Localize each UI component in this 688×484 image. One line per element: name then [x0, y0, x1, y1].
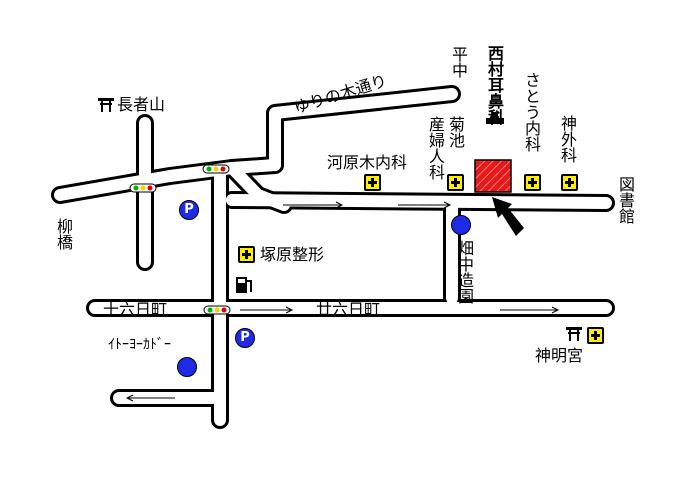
traffic-signal-icon — [202, 164, 230, 174]
shingeka-cross-icon — [561, 174, 578, 191]
nose-icon — [486, 112, 504, 124]
hatakenaka-label: 畑中造園 — [455, 240, 474, 304]
nishimura-clinic-building — [474, 159, 512, 193]
sato-cross-icon — [524, 174, 541, 191]
pointer-arrow-icon — [492, 197, 524, 236]
sanfujinka-cross-icon — [447, 174, 464, 191]
ito-yokado-location-dot — [177, 357, 197, 377]
taira-label: 平中 — [449, 46, 468, 78]
nishimura-clinic-label: 西村耳鼻科 — [485, 45, 504, 125]
arrow-east-1 — [283, 201, 344, 209]
library-label: 図書館 — [616, 176, 635, 224]
chojasan-label: 長者山 — [117, 95, 166, 114]
arrow-east-3 — [240, 306, 294, 314]
shingeka-label: 神外科 — [558, 115, 577, 163]
arrow-east-4 — [500, 306, 560, 314]
parking-icon: P — [235, 328, 255, 348]
shinmeigu-label: 神明宮 — [535, 346, 584, 365]
sato-clinic-label: さとう内科 — [522, 72, 541, 152]
traffic-signal-icon — [129, 183, 157, 193]
juroku-road-label: 十六日町 — [103, 300, 168, 319]
parking-icon: P — [179, 200, 199, 220]
kikuchi-label: 菊池 — [446, 116, 465, 148]
tsukahara-cross-icon — [238, 246, 255, 263]
sanfujinka-label: 産婦人科 — [426, 116, 445, 180]
kawaragi-clinic-label: 河原木内科 — [327, 153, 408, 172]
arrow-west — [125, 394, 175, 402]
traffic-signal-icon — [203, 305, 231, 315]
ito-yokado-label: ｲﾄｰﾖｰｶﾄﾞｰ — [108, 337, 171, 353]
tsukahara-label: 塚原整形 — [260, 245, 325, 264]
nijuroku-road-label: 廿六日町 — [316, 300, 381, 319]
torii-icon-choja — [98, 98, 114, 112]
torii-icon-shinmei — [566, 327, 582, 341]
kawaragi-cross-icon — [364, 174, 381, 191]
shinmei-cross-icon — [587, 327, 604, 344]
hatakenaka-location-dot — [451, 215, 471, 235]
arrow-east-2 — [398, 201, 452, 209]
fuel-pump-icon — [236, 277, 252, 293]
yanagibashi-label: 柳橋 — [54, 218, 73, 250]
